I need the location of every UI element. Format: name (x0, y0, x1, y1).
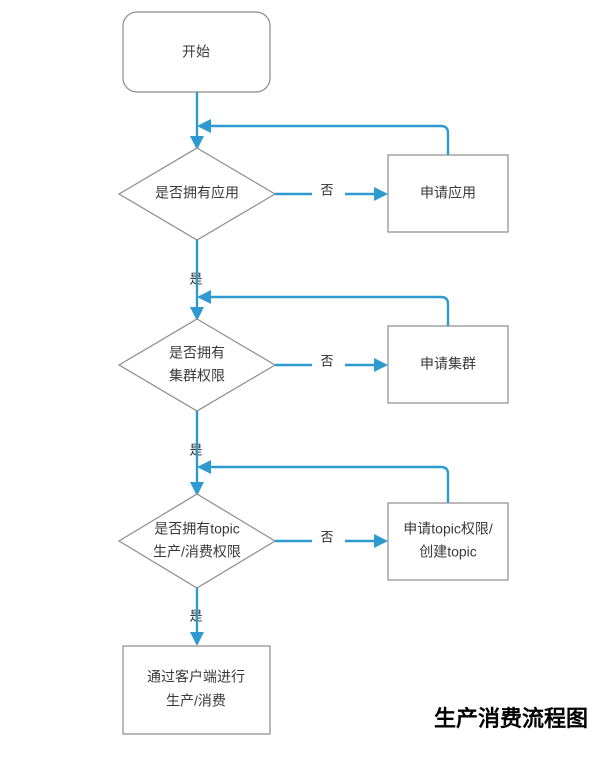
arrow-right-icon (374, 358, 388, 372)
action-topic-label-line1: 申请topic权限/ (403, 521, 493, 537)
node-action-topic[interactable]: 申请topic权限/ 创建topic (387, 502, 509, 581)
decision-topic-shape (117, 493, 277, 589)
arrow-down-icon (190, 632, 204, 646)
action-app-label: 申请应用 (420, 185, 476, 201)
action-cluster-shape (387, 325, 509, 404)
action-topic-shape (387, 502, 509, 581)
decision-app-label: 是否拥有应用 (155, 185, 239, 201)
node-end[interactable]: 通过客户端进行 生产/消费 (122, 645, 271, 735)
action-cluster-label: 申请集群 (420, 356, 476, 372)
edge-decision-topic-no: 否 (275, 529, 388, 548)
start-label: 开始 (182, 44, 210, 60)
end-shape (122, 645, 271, 735)
arrow-right-icon (374, 534, 388, 548)
decision-topic-label-line2: 生产/消费权限 (153, 544, 241, 560)
node-start[interactable]: 开始 (122, 11, 271, 93)
arrow-down-icon (190, 482, 204, 496)
arrow-left-icon (197, 290, 211, 304)
edge-decision-app-yes: 是 (189, 240, 204, 321)
edge-decision-cluster-yes: 是 (189, 411, 204, 496)
arrow-down-icon (190, 136, 204, 150)
diagram-caption: 生产消费流程图 (434, 706, 588, 731)
edge-action-cluster-feedback (197, 290, 450, 326)
edge-loop-path (205, 295, 450, 326)
decision-cluster-shape (117, 318, 277, 412)
action-topic-label-line2: 创建topic (419, 544, 477, 560)
end-label-line2: 生产/消费 (166, 693, 226, 709)
edge-label-no-app: 否 (320, 182, 333, 197)
decision-topic-label-line1: 是否拥有topic (154, 521, 240, 537)
edge-label-no-topic: 否 (320, 529, 333, 544)
edge-start-to-decision-app (190, 92, 204, 150)
decision-cluster-label-line1: 是否拥有 (169, 345, 225, 361)
edge-decision-cluster-no: 否 (275, 353, 388, 372)
node-action-app[interactable]: 申请应用 (387, 154, 509, 233)
edge-action-topic-feedback (197, 460, 450, 503)
node-action-cluster[interactable]: 申请集群 (387, 325, 509, 404)
edge-decision-topic-yes: 是 (189, 588, 204, 646)
arrow-left-icon (197, 460, 211, 474)
edge-loop-path (205, 124, 450, 155)
arrow-down-icon (190, 307, 204, 321)
edge-decision-app-no: 否 (275, 182, 388, 201)
node-decision-cluster[interactable]: 是否拥有 集群权限 (117, 318, 277, 412)
edge-action-app-feedback (197, 119, 450, 155)
edge-label-no-cluster: 否 (320, 353, 333, 368)
decision-cluster-label-line2: 集群权限 (169, 368, 225, 384)
edge-loop-path (205, 465, 450, 503)
arrow-right-icon (374, 187, 388, 201)
node-decision-topic[interactable]: 是否拥有topic 生产/消费权限 (117, 493, 277, 589)
arrow-left-icon (197, 119, 211, 133)
end-label-line1: 通过客户端进行 (147, 669, 245, 685)
node-decision-app[interactable]: 是否拥有应用 (117, 147, 277, 241)
